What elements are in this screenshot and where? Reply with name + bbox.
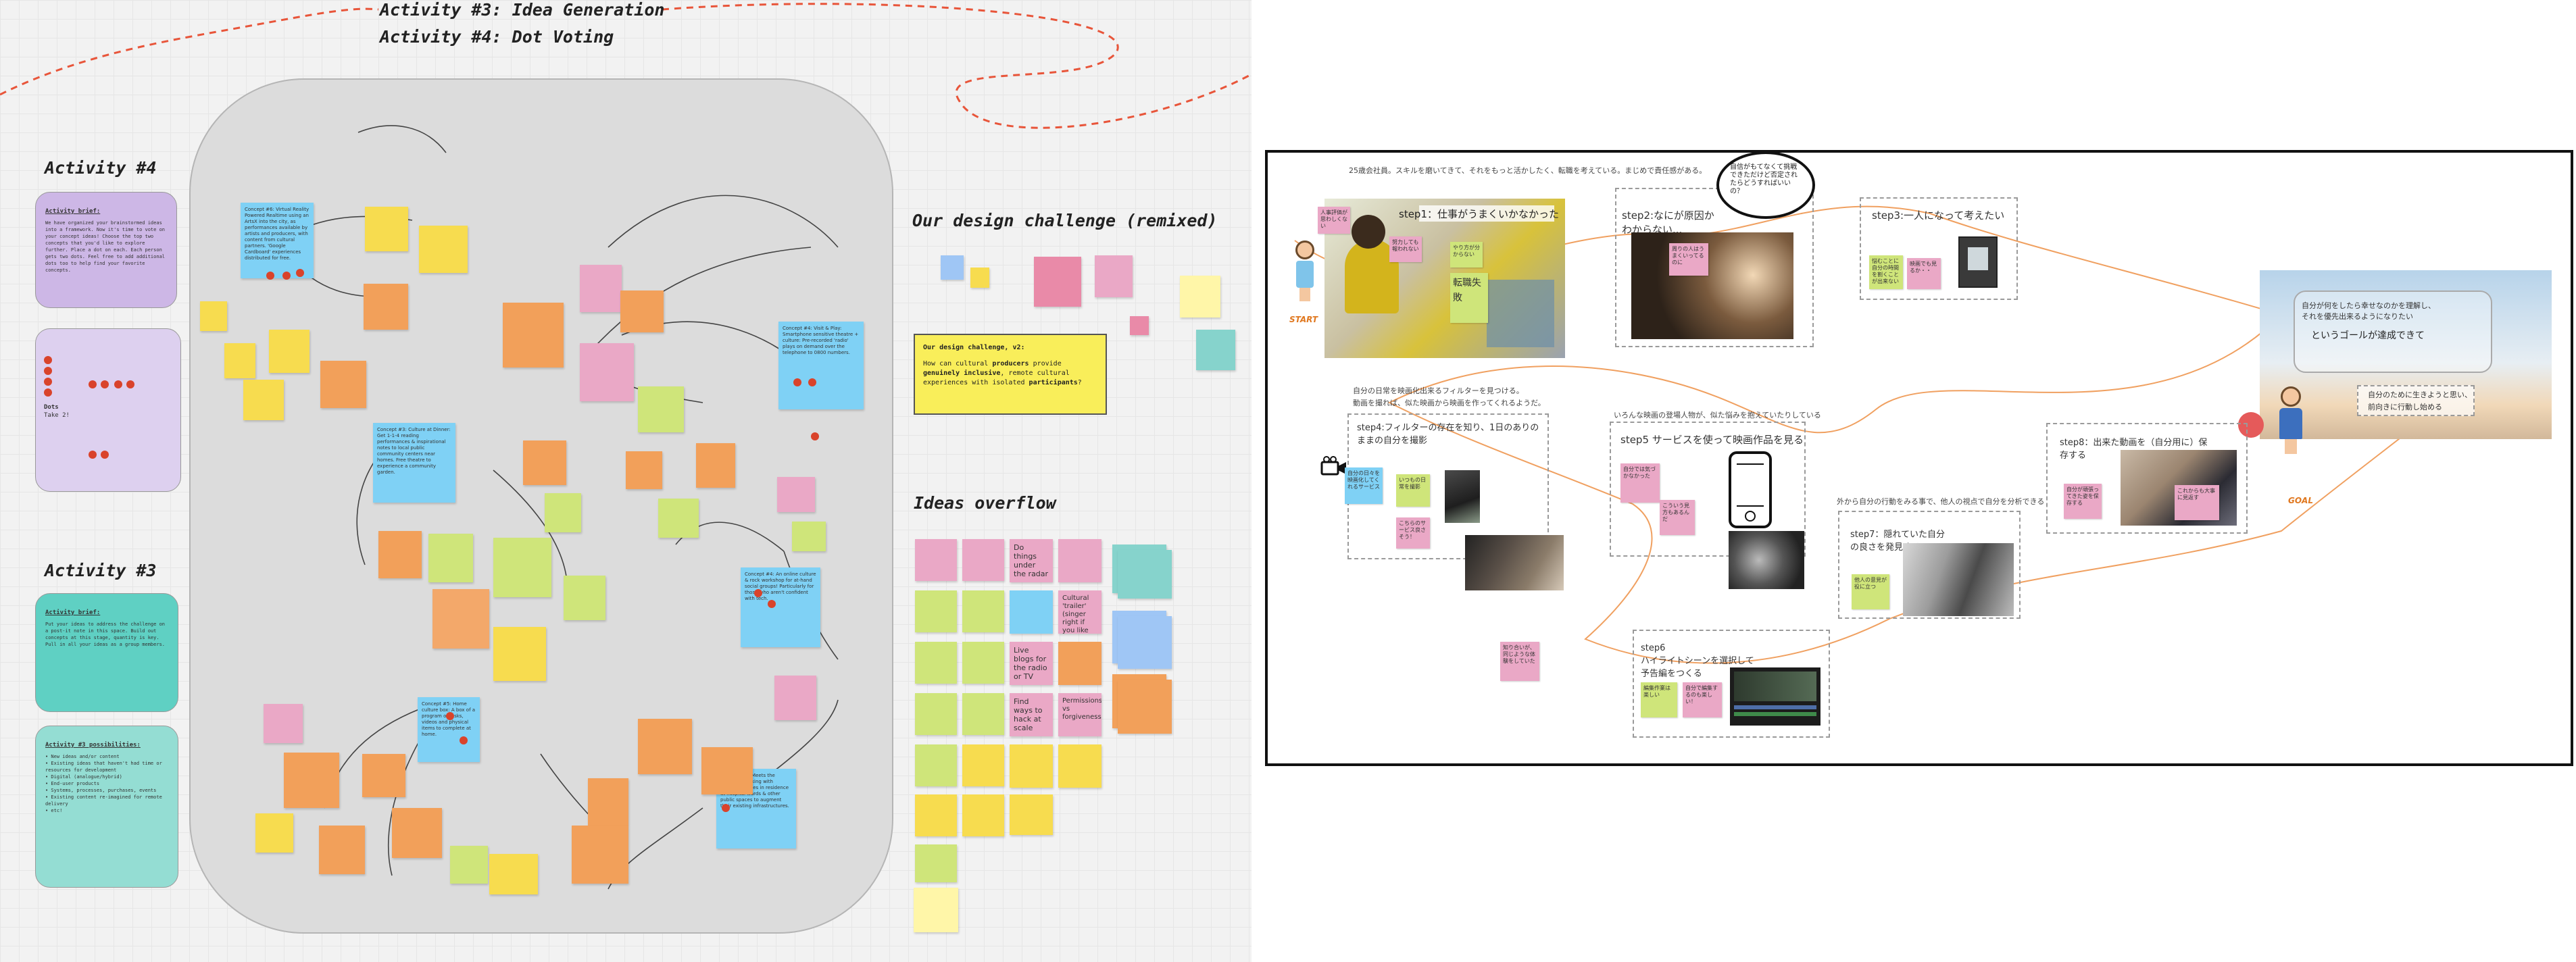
- concept-note[interactable]: Concept #3: Culture at Dinner: Get 1-1-4…: [373, 423, 455, 503]
- possibility-item: • Digital (analogue/hybrid): [45, 774, 122, 780]
- activity3-heading-top: Activity #3: Idea Generation: [380, 0, 665, 20]
- step5-note[interactable]: こういう見方もあるんだ: [1660, 500, 1695, 535]
- step6-photo: [1730, 667, 1820, 726]
- smartphone-icon: [1729, 451, 1772, 528]
- step8-title: step8：出来た動画を（自分用に）保存する: [2060, 438, 2208, 461]
- activity3-brief-body: Put your ideas to address the challenge …: [45, 622, 166, 647]
- step1-caption: 25歳会社員。スキルを磨いてきて、それをもっと活かしたく、転職を考えている。まじ…: [1349, 166, 1707, 175]
- activity4-heading: Activity #4: [45, 158, 157, 178]
- activity4-voting-heading: Activity #4: Dot Voting: [380, 27, 614, 47]
- goal-line1: 自分が何をしたら幸せなのかを理解し、: [2302, 301, 2435, 310]
- start-label: START: [1289, 315, 1318, 324]
- possibility-item: • Existing content re-imagined for remot…: [45, 794, 162, 807]
- goal-photo: 自分が何をしたら幸せなのかを理解し、 それを優先出来るようになりたい というゴー…: [2260, 270, 2552, 439]
- step2-photo: [1631, 232, 1793, 339]
- step1-note[interactable]: 人事評価が思わしくない: [1318, 207, 1350, 234]
- goal-person-icon: [2279, 386, 2303, 467]
- design-challenge-box: Our design challenge, v2: How can cultur…: [914, 334, 1107, 415]
- step3-box: [1860, 197, 2018, 300]
- step7-box: [1838, 511, 2021, 619]
- possibilities-title: Activity #3 possibilities:: [45, 742, 141, 749]
- step5-note[interactable]: 自分では気づかなかった: [1620, 463, 1660, 503]
- dots-sublabel: Take 2!: [44, 412, 70, 419]
- step3-note[interactable]: 悩むことに自分の時間を割くことが出来ない: [1869, 255, 1903, 289]
- step5-caption: いろんな映画の登場人物が、似た悩みを抱えていたりしている: [1614, 411, 1821, 420]
- activity4-brief-card: Activity brief: We have organized your b…: [35, 192, 177, 308]
- step5-title: step5 サービスを使って映画作品を見る: [1620, 434, 1804, 446]
- possibility-item: • End-user products: [45, 781, 100, 786]
- challenge-question: How can cultural producers provide genui…: [923, 360, 1082, 386]
- step8-note[interactable]: これからも大事に見返す: [2175, 485, 2219, 520]
- dots-card: Dots Take 2!: [35, 328, 181, 492]
- goal-label: GOAL: [2288, 496, 2313, 505]
- overflow-note[interactable]: Live blogs for the radio or TV: [1010, 642, 1053, 685]
- journey-map-frame: START 25歳会社員。スキルを磨いてきて、それをもっと活かしたく、転職を考え…: [1265, 150, 2573, 766]
- activity3-heading: Activity #3: [45, 561, 157, 580]
- design-challenge-heading: Our design challenge (remixed): [912, 211, 1218, 230]
- step4-photo: [1465, 535, 1564, 590]
- ideas-overflow-heading: Ideas overflow: [914, 493, 1056, 513]
- activity3-possibilities-card: Activity #3 possibilities: • New ideas a…: [35, 726, 178, 888]
- concept-note[interactable]: Concept #6: Virtual Reality Powered Real…: [241, 203, 314, 278]
- step8-note[interactable]: 自分が頑張ってきた姿を保存する: [2064, 484, 2102, 519]
- step4-caption2: 動画を撮れば、似た映画から映画を作ってくれるようだ。: [1353, 399, 1545, 407]
- step7-photo: [1903, 543, 2014, 616]
- possibility-item: • etc!: [45, 808, 63, 813]
- overflow-note[interactable]: Cultural 'trailer' (singer right if you …: [1058, 590, 1101, 634]
- activity4-brief-body: We have organized your brainstormed idea…: [45, 220, 166, 273]
- step6-note[interactable]: 編集作業は楽しい: [1641, 682, 1677, 717]
- step8-photo: これからも大事に見返す: [2121, 450, 2237, 526]
- step6-box: [1633, 630, 1830, 738]
- video-camera-icon: [1320, 455, 1347, 477]
- step2-note[interactable]: 周りの人はうまくいってるのに: [1669, 243, 1708, 276]
- possibility-item: • New ideas and/or content: [45, 754, 120, 759]
- goal-line3: というゴールが達成できて: [2311, 330, 2425, 341]
- flower-icon: [2238, 412, 2264, 438]
- step8-box: [2046, 423, 2248, 534]
- step1-title: step1：仕事がうまくいかなかった: [1399, 208, 1559, 220]
- step4-note[interactable]: いつもの日常を撮影: [1396, 474, 1430, 507]
- concept-note[interactable]: Concept #4: An online culture & rock wor…: [741, 567, 820, 647]
- side-note[interactable]: 知り合いが、同じような体験をしていた: [1500, 642, 1539, 681]
- challenge-label: Our design challenge, v2:: [923, 344, 1025, 351]
- step3-title: step3:一人になって考えたい: [1872, 209, 2005, 222]
- possibility-item: • Systems, processes, purchases, events: [45, 788, 157, 793]
- step5-photo: [1729, 531, 1804, 589]
- step4-note[interactable]: 自分の日々を映画化してくれるサービス: [1345, 467, 1383, 504]
- concept-note[interactable]: Concept #4: Visit & Play: Smartphone sen…: [778, 322, 864, 409]
- step4-caption1: 自分の日常を映画化出来るフィルターを見つける。: [1353, 386, 1524, 395]
- step1-note[interactable]: やり方が分からない: [1450, 242, 1483, 268]
- overflow-note[interactable]: Find ways to hack at scale: [1010, 693, 1053, 736]
- goal-line4: 自分のために生きようと思い、: [2368, 390, 2472, 399]
- dashed-path: [0, 3, 1252, 129]
- whiteboard-canvas[interactable]: Activity #3: Idea Generation Activity #4…: [0, 0, 1252, 962]
- concept-note[interactable]: Concept #5: Home culture box: A box of a…: [418, 697, 480, 762]
- activity3-brief-title: Activity brief:: [45, 609, 101, 616]
- step2-box: [1615, 188, 1814, 347]
- step7-caption: 外から自分の行動をみる事で、他人の視点で自分を分析できる: [1837, 497, 2045, 506]
- step3-note[interactable]: 映画でも見るか・・: [1907, 258, 1941, 289]
- step6-title: step6 ハイライトシーンを選択して予告編をつくる: [1641, 643, 1754, 679]
- step4-note[interactable]: こちらのサービス良さそう！: [1396, 517, 1430, 549]
- possibility-item: • Existing ideas that haven't had time o…: [45, 761, 162, 773]
- step1-photo: step1：仕事がうまくいかなかった: [1324, 199, 1565, 358]
- overflow-note[interactable]: Permissions vs forgiveness: [1058, 693, 1101, 736]
- step2-speech-bubble: 自信がもてなくて挑戦できただけど否定されたらどうすればいいの？: [1716, 151, 1815, 219]
- dots-label: Dots: [44, 404, 59, 411]
- step4-photo-small: [1445, 470, 1480, 523]
- step7-note[interactable]: 他人の意見が役に立つ: [1852, 574, 1889, 609]
- step6-note[interactable]: 自分で編集するのも楽しい！: [1683, 682, 1722, 717]
- overflow-note[interactable]: Do things under the radar: [1010, 539, 1053, 582]
- goal-line2: それを優先出来るようになりたい: [2302, 312, 2413, 321]
- step1-note[interactable]: 努力しても報われない: [1389, 236, 1422, 262]
- step3-photo: [1958, 236, 1998, 288]
- step1-note[interactable]: 転職失敗: [1450, 273, 1488, 323]
- goal-line5: 前向きに行動し始める: [2368, 403, 2442, 411]
- activity3-brief-card: Activity brief: Put your ideas to addres…: [35, 593, 178, 712]
- step5-box: [1610, 422, 1806, 557]
- activity4-brief-title: Activity brief:: [45, 208, 101, 215]
- step4-title: step4:フィルターの存在を知り、1日のありのままの自分を撮影: [1357, 423, 1539, 446]
- start-person-icon: [1295, 240, 1315, 308]
